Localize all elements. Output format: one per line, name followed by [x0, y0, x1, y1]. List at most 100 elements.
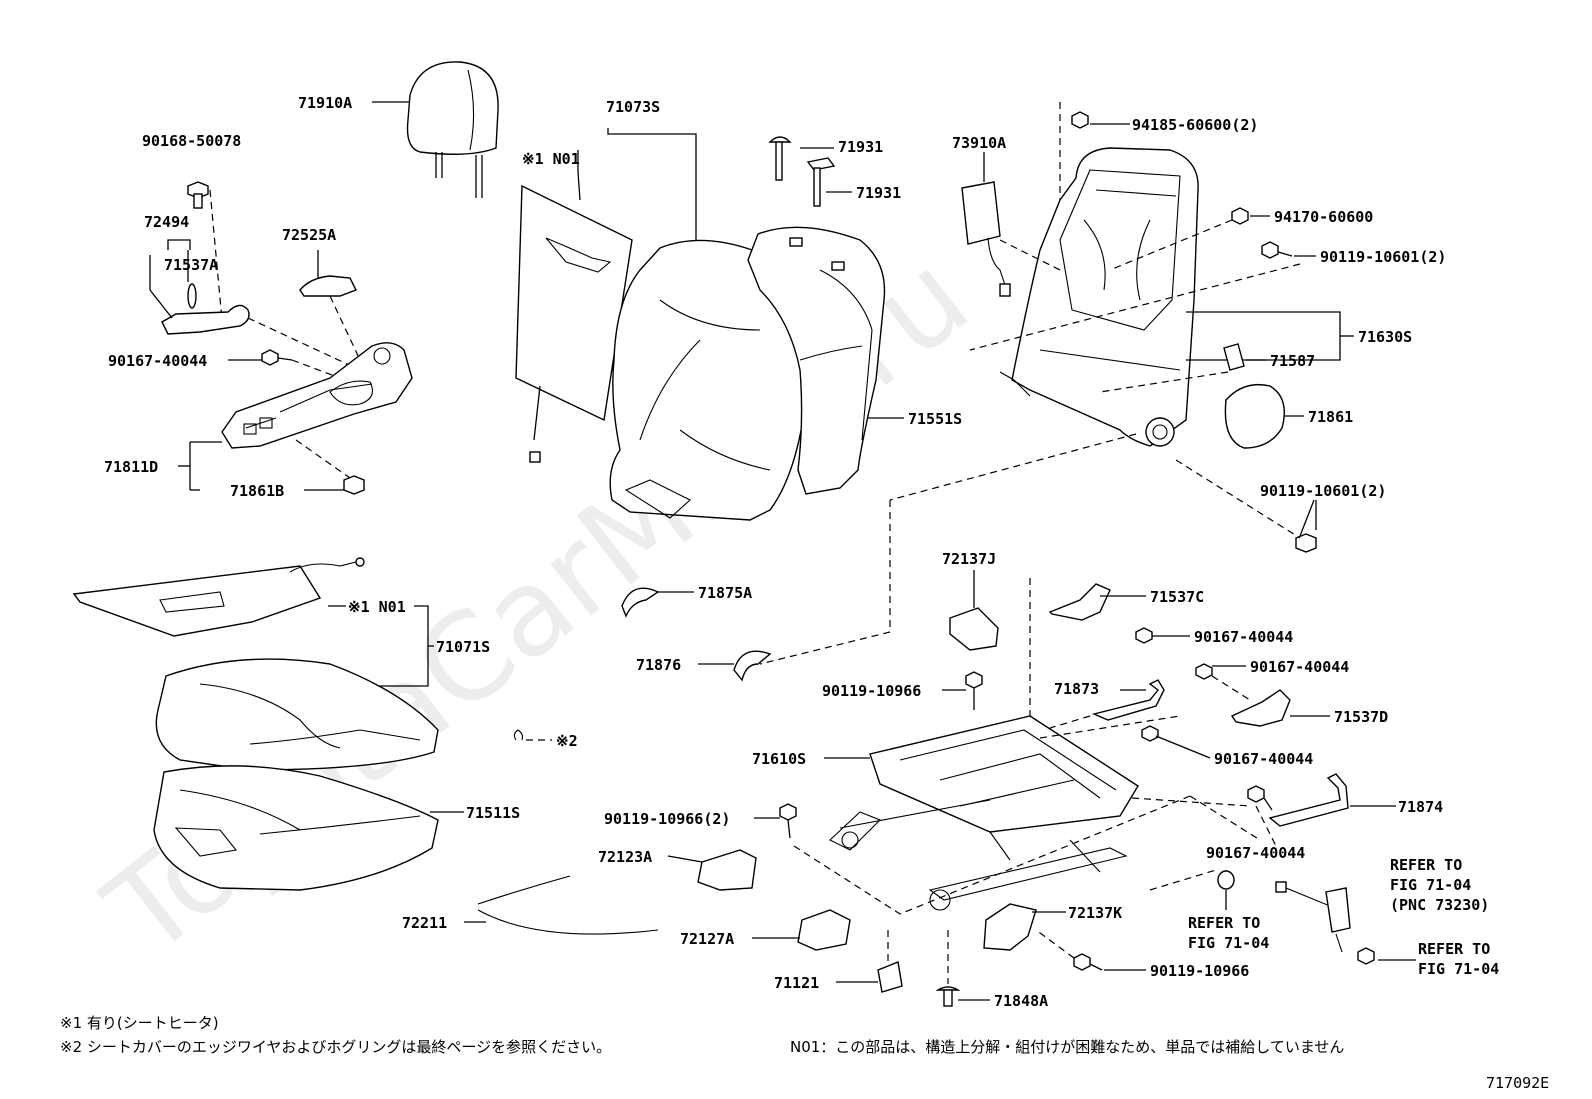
label-71073s: 71073S: [606, 98, 660, 116]
cover-72137j: [949, 607, 999, 651]
washer-refer: [1217, 870, 1235, 890]
bracket-71874: [1268, 773, 1349, 827]
bracket-71537d: [1230, 689, 1291, 727]
cushion-heater-n01: [72, 557, 365, 637]
bracket-71873: [1091, 679, 1165, 721]
screw-90167-c: [1195, 663, 1213, 680]
label-n01-cushion: ※1 N01: [348, 598, 406, 616]
cushion-cover-71071s: [155, 658, 439, 771]
label-71537a: 71537A: [164, 256, 218, 274]
refer-1-line-2: FIG 71-04: [1390, 876, 1471, 894]
label-71874: 71874: [1398, 798, 1443, 816]
label-71630s: 71630S: [1358, 328, 1412, 346]
label-71551s: 71551S: [908, 410, 962, 428]
label-72211: 72211: [402, 914, 447, 932]
cover-71537c: [1048, 583, 1111, 621]
label-72137j: 72137J: [942, 550, 996, 568]
label-71931-b: 71931: [856, 184, 901, 202]
label-90167-40044-a: 90167-40044: [108, 352, 207, 370]
nut-94170: [1231, 207, 1249, 225]
screw-90167-e: [1247, 785, 1273, 811]
footnote-2: ※2 シートカバーのエッジワイヤおよびホグリングは最終ページを参照ください。: [60, 1038, 611, 1056]
label-71861b: 71861B: [230, 482, 284, 500]
bolt-90168: [187, 181, 209, 209]
label-72494: 72494: [144, 213, 189, 231]
label-71121: 71121: [774, 974, 819, 992]
edge-wire-72211: [477, 875, 659, 935]
label-71537d: 71537D: [1334, 708, 1388, 726]
label-71587: 71587: [1270, 352, 1315, 370]
hog-ring: [513, 729, 524, 741]
airbag-73910a: [961, 181, 1011, 297]
bolt-90119-c: [965, 671, 983, 710]
label-71873: 71873: [1054, 680, 1099, 698]
label-90167-40044-e: 90167-40044: [1206, 844, 1305, 862]
plug-71848a: [935, 986, 961, 1007]
refer-2-line-1: REFER TO: [1188, 914, 1260, 932]
knob-71861b: [343, 475, 365, 495]
label-90167-40044-c: 90167-40044: [1250, 658, 1349, 676]
label-90167-40044-d: 90167-40044: [1214, 750, 1313, 768]
label-90168-50078: 90168-50078: [142, 132, 241, 150]
label-71610s: 71610S: [752, 750, 806, 768]
nut-refer: [1357, 947, 1375, 965]
label-71811d: 71811D: [104, 458, 158, 476]
seatbelt-buckle: [1275, 881, 1351, 953]
label-73910a: 73910A: [952, 134, 1006, 152]
bolt-90119-e: [1073, 953, 1103, 971]
footnote-n01: N01：この部品は、構造上分解・組付けが困難なため、単品では補給していません: [790, 1038, 1344, 1056]
cover-72525a: [299, 275, 357, 297]
label-71931-a: 71931: [838, 138, 883, 156]
label-71861: 71861: [1308, 408, 1353, 426]
cover-71876: [733, 650, 772, 682]
clip-71931-b: [806, 157, 836, 207]
cover-71875a: [621, 587, 660, 618]
bracket-71537a: [161, 283, 250, 335]
footnote-1: ※1 有り(シートヒータ): [60, 1014, 219, 1032]
label-71511s: 71511S: [466, 804, 520, 822]
label-94185-60600: 94185-60600(2): [1132, 116, 1258, 134]
cover-72137k: [983, 903, 1037, 951]
label-90119-10966-a: 90119-10966: [822, 682, 921, 700]
label-71071s: 71071S: [436, 638, 490, 656]
screw-90167-d: [1141, 725, 1159, 742]
clip-71931-a: [768, 136, 792, 181]
nut-94185: [1071, 111, 1089, 129]
bracket-71587: [1223, 343, 1245, 371]
label-94170-60600: 94170-60600: [1274, 208, 1373, 226]
label-72127a: 72127A: [680, 930, 734, 948]
label-90167-40044-b: 90167-40044: [1194, 628, 1293, 646]
cover-72123a: [697, 849, 757, 891]
label-90119-10601-b: 90119-10601(2): [1260, 482, 1386, 500]
bolt-90119-d: [779, 803, 797, 839]
cover-72127a: [797, 909, 851, 951]
label-n01-seatback: ※1 N01: [522, 150, 580, 168]
label-72137k: 72137K: [1068, 904, 1122, 922]
seatback-frame-71630s: [999, 147, 1199, 447]
bolt-90119-a: [1261, 241, 1293, 259]
label-71875a: 71875A: [698, 584, 752, 602]
seatback-heater-n01: [515, 184, 633, 463]
refer-3-line-2: FIG 71-04: [1418, 960, 1499, 978]
label-90119-10966-2: 90119-10966(2): [604, 810, 730, 828]
label-71876: 71876: [636, 656, 681, 674]
refer-1-line-3: (PNC 73230): [1390, 896, 1489, 914]
diagram-code: 717092E: [1486, 1074, 1549, 1092]
label-72525a: 72525A: [282, 226, 336, 244]
cushion-pad-71511s: [153, 765, 439, 891]
knob-71861: [1224, 383, 1285, 449]
bracket-71121: [877, 961, 903, 993]
refer-2-line-2: FIG 71-04: [1188, 934, 1269, 952]
label-71848a: 71848A: [994, 992, 1048, 1010]
label-90119-10966-b: 90119-10966: [1150, 962, 1249, 980]
label-71910a: 71910A: [298, 94, 352, 112]
bolt-90119-b: [1295, 499, 1317, 553]
screw-90167-b: [1135, 627, 1153, 644]
label-72123a: 72123A: [598, 848, 652, 866]
adjuster-71610s: [829, 715, 1139, 911]
label-90119-10601-a: 90119-10601(2): [1320, 248, 1446, 266]
headrest-part: [406, 61, 499, 198]
armrest-71811d: [221, 342, 413, 449]
refer-1-line-1: REFER TO: [1390, 856, 1462, 874]
